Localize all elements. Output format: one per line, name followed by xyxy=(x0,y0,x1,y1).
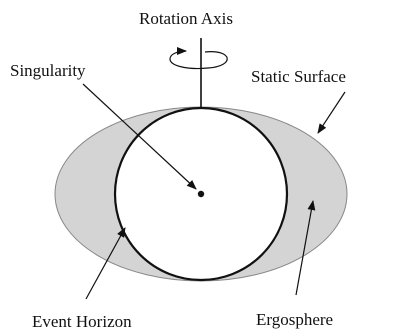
static-surface-arrow xyxy=(318,92,345,133)
event-horizon-label: Event Horizon xyxy=(32,313,132,330)
rotation-axis-label: Rotation Axis xyxy=(139,10,233,27)
singularity-dot xyxy=(198,191,204,197)
singularity-label: Singularity xyxy=(10,62,86,79)
rotation-arrow-icon xyxy=(170,51,227,69)
ergosphere-label: Ergosphere xyxy=(256,311,333,328)
static-surface-label: Static Surface xyxy=(251,68,346,85)
